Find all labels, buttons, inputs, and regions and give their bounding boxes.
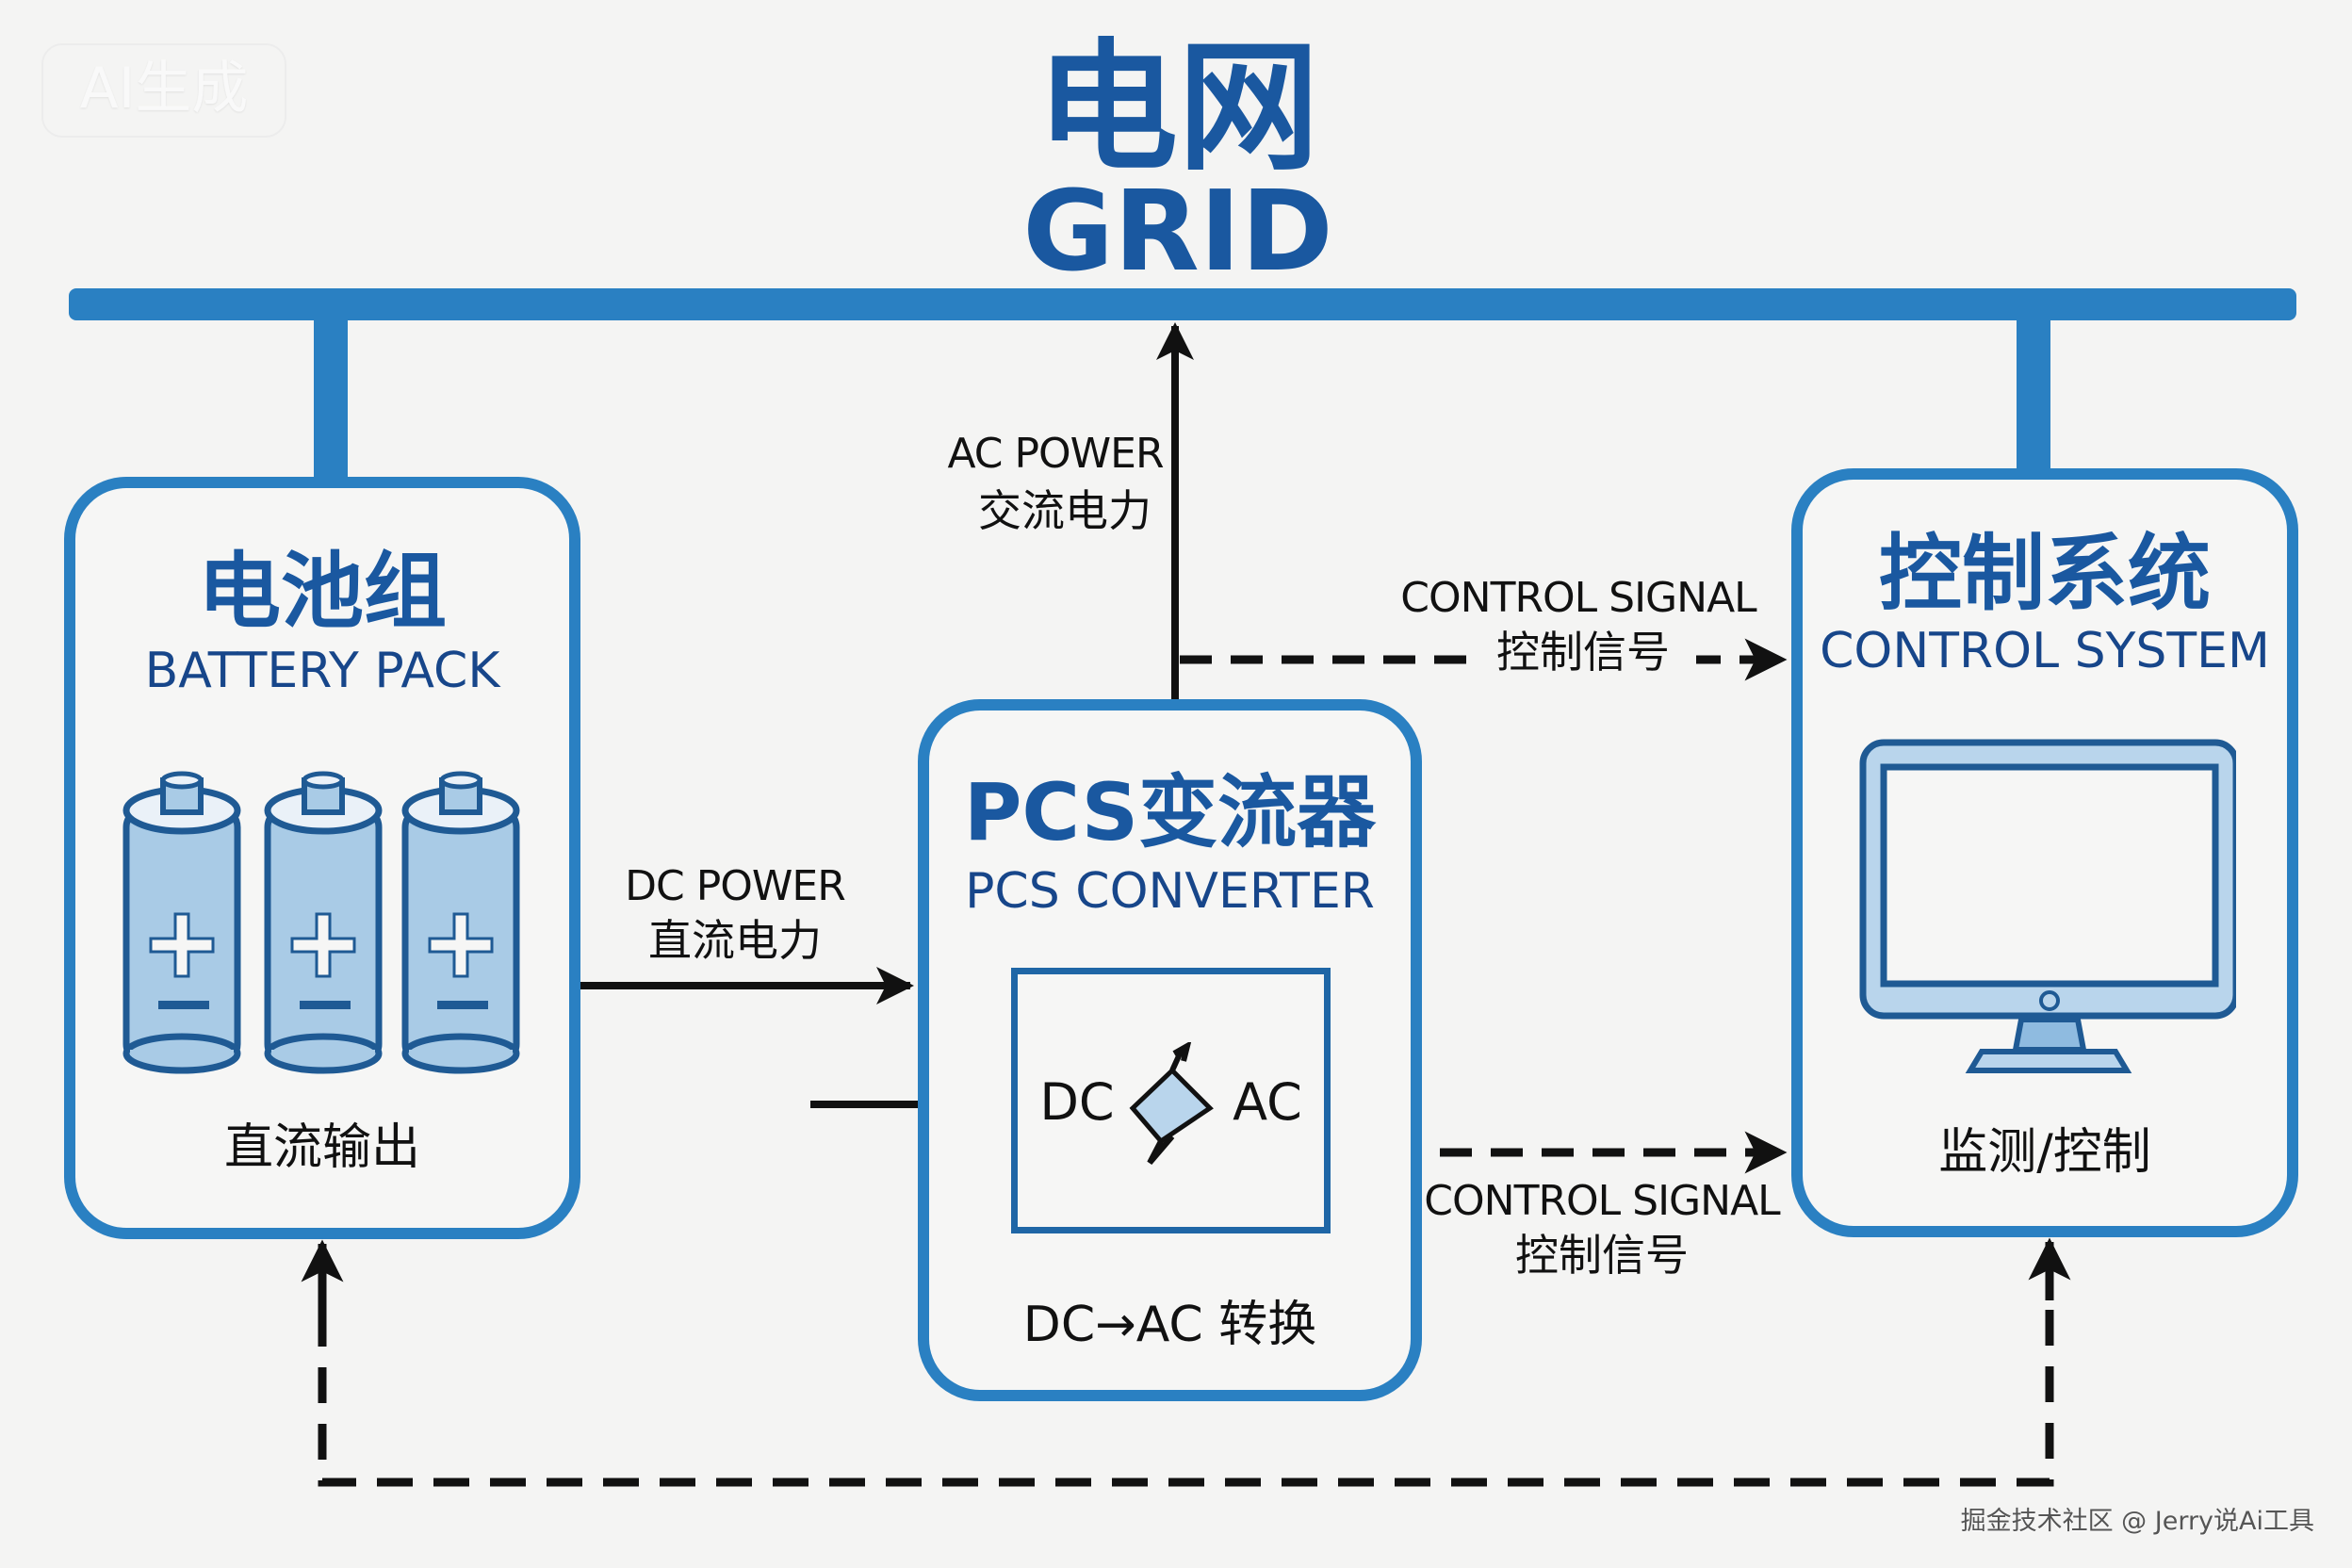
ai-generated-badge: AI生成	[41, 43, 286, 138]
battery-cell-icon	[122, 771, 241, 1074]
control-title-cn: 控制系统	[1878, 525, 2211, 622]
ac-power-label-cn: 交流电力	[978, 485, 1152, 536]
feedback-loop-dashed	[318, 1253, 2054, 1487]
dc-power-label-en: DC POWER	[625, 862, 846, 910]
ac-power-label-en: AC POWER	[947, 430, 1164, 478]
battery-title-en: BATTERY PACK	[144, 643, 500, 699]
inner-dc-label: DC	[1039, 1072, 1115, 1132]
control-signal-bottom-label-en: CONTROL SIGNAL	[1424, 1177, 1780, 1225]
battery-grid-connector	[314, 311, 348, 481]
dc-ac-inner-box: DC AC	[1011, 968, 1331, 1233]
grid-bus-bar	[69, 288, 2296, 320]
dc-power-label-cn: 直流电力	[648, 915, 822, 966]
control-signal-bottom-label-cn: 控制信号	[1515, 1230, 1689, 1281]
watermark-text: 掘金技术社区 @ Jerry说Ai工具	[1960, 1507, 2314, 1536]
inner-ac-label: AC	[1233, 1072, 1302, 1132]
control-signal-top-label-en: CONTROL SIGNAL	[1400, 574, 1756, 622]
control-title-en: CONTROL SYSTEM	[1820, 623, 2270, 679]
control-signal-top-label-cn: 控制信号	[1470, 626, 1696, 678]
battery-caption: 直流输出	[223, 1119, 420, 1176]
conversion-arrow-icon	[1129, 1042, 1214, 1165]
battery-pack-box: 电池组 BATTERY PACK 直流输出	[64, 477, 580, 1239]
monitor-icon	[1859, 739, 2236, 1073]
grid-title-cn: 电网	[1036, 26, 1319, 190]
battery-cells-icon	[122, 771, 537, 1074]
battery-title-cn: 电池组	[197, 543, 447, 640]
pcs-title-en: PCS CONVERTER	[965, 863, 1375, 920]
control-grid-connector	[2017, 311, 2050, 473]
pcs-caption: DC→AC 转换	[1022, 1297, 1317, 1353]
pcs-title-cn: PCS变流器	[963, 766, 1377, 858]
control-system-box: 控制系统 CONTROL SYSTEM 监测/控制	[1791, 468, 2298, 1237]
control-caption: 监测/控制	[1938, 1124, 2151, 1181]
pcs-converter-box: PCS变流器 PCS CONVERTER DC AC DC→AC 转换	[918, 699, 1422, 1401]
grid-title-en: GRID	[1022, 166, 1333, 296]
